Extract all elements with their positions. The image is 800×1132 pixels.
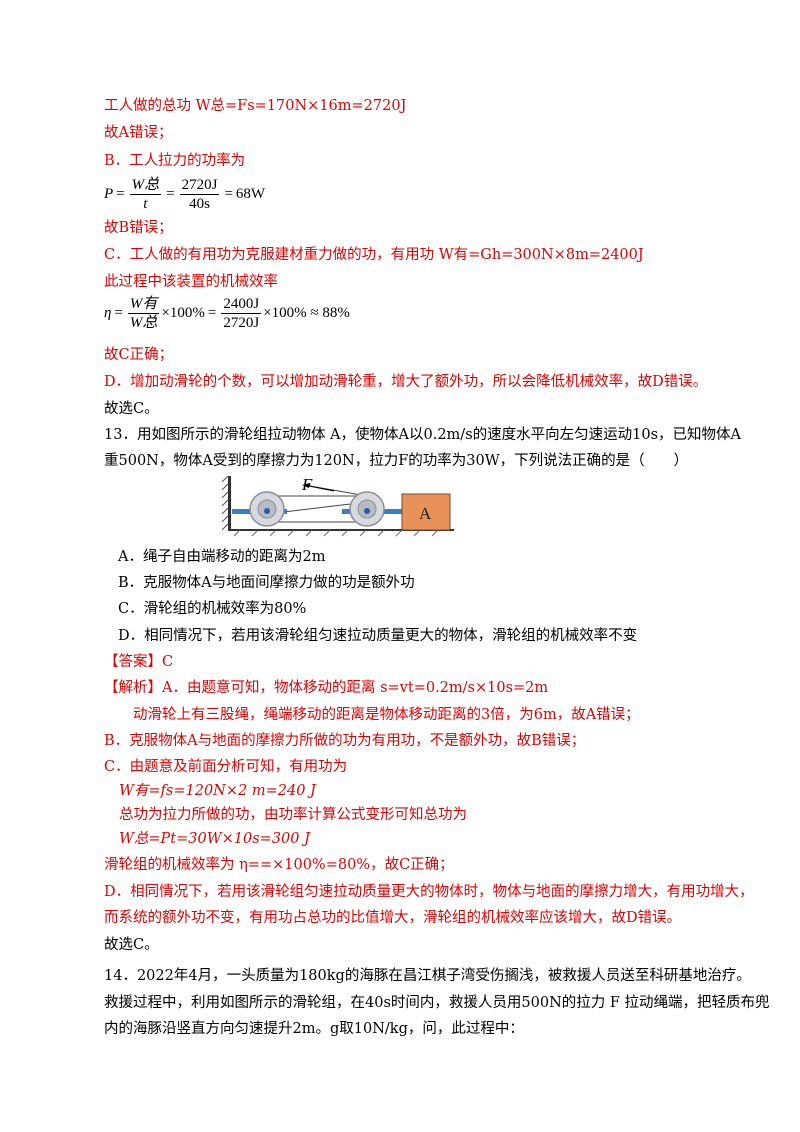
eta-symbol: η (104, 304, 112, 321)
q14-line1: 14．2022年4月，一头质量为180kg的海豚在昌江棋子湾受伤搁浅，被救援人员… (104, 968, 751, 984)
a-wrong-line: 故A错误； (104, 125, 173, 141)
q13-answer-line: 【答案】C (104, 652, 173, 672)
q13-analysis-c3: 总功为拉力所做的功，由功率计算公式变形可知总功为 (119, 807, 467, 823)
power-symbol: P (104, 185, 114, 202)
total-work-line: 工人做的总功 W总=Fs=170N×16m=2720J (104, 98, 407, 114)
q13-stem-line2: 重500N，物体A受到的摩擦力为120N，拉力F的功率为30W，下列说法正确的是… (104, 453, 689, 469)
wall (228, 476, 231, 530)
q13-analysis-c5: 滑轮组的机械效率为 η==×100%=80%，故C正确； (104, 857, 454, 873)
d-text-line: D．增加动滑轮的个数，可以增加动滑轮重，增大了额外功，所以会降低机械效率，故D错… (104, 374, 708, 390)
block-a-label: A (419, 504, 432, 523)
b-intro-line: B．工人拉力的功率为 (104, 153, 246, 169)
ground-hatching (233, 529, 439, 537)
b-wrong-line: 故B错误； (104, 220, 173, 236)
wall-hatching (222, 475, 229, 531)
moving-pulley (349, 491, 385, 527)
q14-line2: 救援过程中，利用如图所示的滑轮组，在40s时间内，救援人员用500N的拉力 F … (104, 995, 770, 1011)
analysis-tag: 【解析】 (104, 680, 162, 696)
q13-analysis-d1: D．相同情况下，若用该滑轮组匀速拉动质量更大的物体时，物体与地面的摩擦力增大，有… (104, 884, 754, 900)
q13-analysis-c1: C．由题意及前面分析可知，有用功为 (104, 759, 348, 775)
c-right-line: 故C正确； (104, 347, 174, 363)
q13-option-c: C．滑轮组的机械效率为80% (118, 601, 307, 617)
q13-analysis-a2: 动滑轮上有三股绳，绳端移动的距离是物体移动距离的3倍，为6m，故A错误； (133, 707, 640, 723)
q13-stem-line1: 13．用如图所示的滑轮组拉动物体 A，使物体A以0.2m/s的速度水平向左匀速运… (104, 427, 741, 443)
power-result: 68W (235, 185, 266, 202)
q13-analysis-d2: 而系统的额外功不变，有用功占总功的比值增大，滑轮组的机械效率应该增大，故D错误。 (104, 910, 682, 926)
prev-choose-line: 故选C。 (104, 401, 159, 417)
q13-option-b: B．克服物体A与地面间摩擦力做的功是额外功 (118, 575, 415, 591)
q13-option-a: A．绳子自由端移动的距离为2m (118, 549, 326, 565)
q13-analysis-c4: W总=Pt=30W×10s=300 J (119, 831, 310, 847)
force-arrow-head (302, 483, 310, 488)
q13-analysis-b: B．克服物体A与地面的摩擦力所做的功为有用功，不是额外功，故B错误； (104, 733, 586, 749)
q13-option-d: D．相同情况下，若用该滑轮组匀速拉动质量更大的物体，滑轮组的机械效率不变 (118, 628, 638, 644)
c-useful-line: C．工人做的有用功为克服建材重力做的功，有用功 W有=Gh=300N×8m=24… (104, 247, 644, 263)
c-efficiency-intro: 此过程中该装置的机械效率 (104, 274, 278, 290)
fixed-pulley (249, 491, 285, 527)
block-a (401, 493, 451, 531)
pulley-figure: F A (222, 475, 454, 537)
force-label: F (301, 475, 313, 494)
q13-choose-line: 故选C。 (104, 937, 159, 953)
q14-line3: 内的海豚沿竖直方向匀速提升2m。g取10N/kg，问，此过程中： (104, 1021, 524, 1037)
q13-analysis-a1: 【解析】A．由题意可知，物体移动的距离 s=vt=0.2m/s×10s=2m (104, 680, 549, 696)
answer-value: C (162, 654, 174, 670)
q13-analysis-c2: W有=fs=120N×2 m=240 J (119, 783, 316, 799)
answer-tag: 【答案】 (104, 654, 162, 670)
